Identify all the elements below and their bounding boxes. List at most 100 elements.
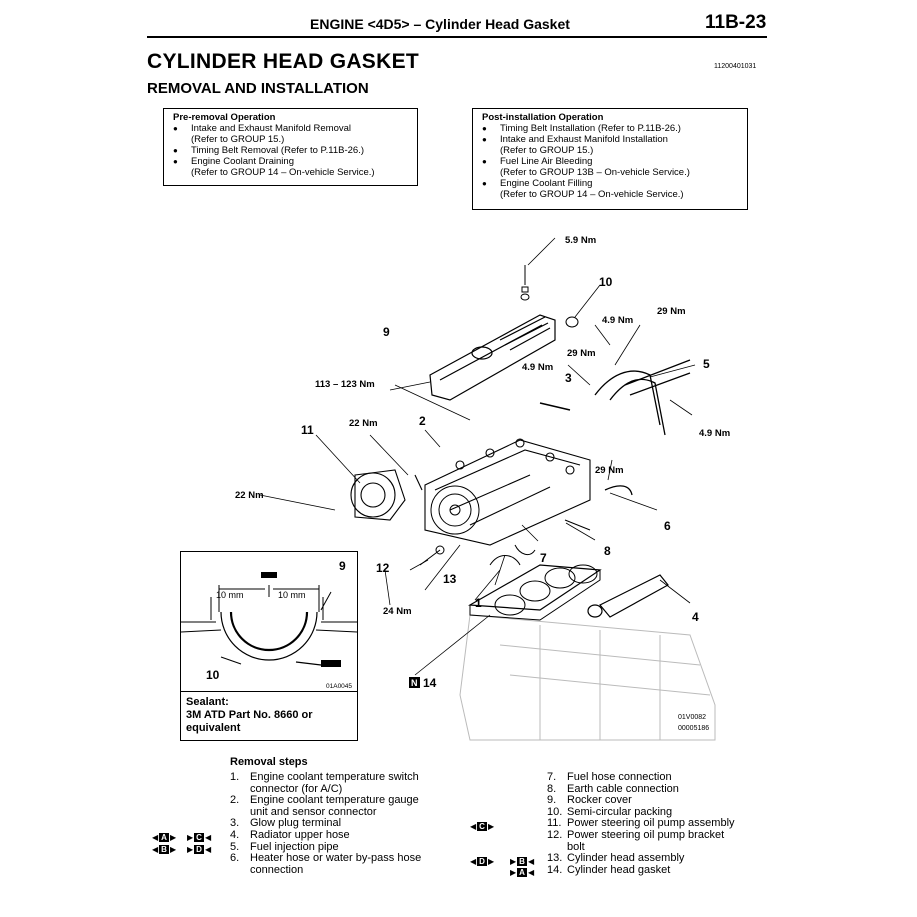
glow-plug-terminal-shape xyxy=(539,402,571,411)
running-header-title: ENGINE <4D5> – Cylinder Head Gasket xyxy=(310,16,570,32)
list-item: 13.Cylinder head assembly xyxy=(547,852,685,865)
sealant-tube-icon xyxy=(321,660,341,667)
removal-steps-right: 7.Fuel hose connection 8.Earth cable con… xyxy=(547,771,777,876)
figure-code: 01V0082 xyxy=(678,714,706,721)
list-item: 14.Cylinder head gasket xyxy=(547,863,671,876)
packing-shape xyxy=(565,316,579,328)
bolt-shape xyxy=(520,265,530,301)
callout-number: 9 xyxy=(339,559,346,573)
torque-label: 29 Nm xyxy=(567,348,596,359)
sealant-label: Sealant: xyxy=(186,696,229,708)
dimension-label: 10 mm xyxy=(216,590,244,600)
service-mark: ◀A▶ xyxy=(152,833,177,842)
header-rule xyxy=(147,36,767,38)
page-title: CYLINDER HEAD GASKET xyxy=(147,50,420,73)
torque-label: 24 Nm xyxy=(383,606,412,617)
earth-cable-shape xyxy=(564,519,591,531)
connector-shape xyxy=(489,555,521,566)
post-installation-box: Post-installation Operation Timing Belt … xyxy=(472,108,748,210)
rocker-cover-shape xyxy=(429,314,556,401)
callout-number: 4 xyxy=(692,610,699,624)
callout-number: 12 xyxy=(376,561,390,575)
pre-removal-heading: Pre-removal Operation xyxy=(173,112,276,123)
callout-number: 5 xyxy=(703,357,710,371)
page-number: 11B-23 xyxy=(705,12,767,33)
list-item: 8.Earth cable connection xyxy=(547,782,679,795)
list-item: 10.Semi-circular packing xyxy=(547,805,673,818)
list-item: 5.Fuel injection pipe xyxy=(230,840,339,853)
heater-hose-shape xyxy=(604,485,633,496)
exploded-diagram: 5.9 Nm 4.9 Nm 29 Nm 29 Nm 4.9 Nm 4.9 Nm … xyxy=(235,235,730,741)
sealant-note: Sealant: 3M ATD Part No. 8660 or equival… xyxy=(186,696,313,735)
torque-label: 4.9 Nm xyxy=(602,315,633,326)
callout-number: 11 xyxy=(301,423,314,437)
list-item: 7.Fuel hose connection xyxy=(547,771,672,783)
callout-number: 14 xyxy=(423,676,437,690)
sprocket-shape xyxy=(430,485,480,535)
fuel-injection-pipe-shape xyxy=(594,359,691,436)
service-mark: ▶C◀ xyxy=(187,833,212,842)
list-item: Timing Belt Installation (Refer to P.11B… xyxy=(482,123,741,134)
service-mark: ▶B◀ xyxy=(510,857,535,866)
service-mark: ▶A◀ xyxy=(510,868,535,877)
list-item: Fuel Line Air Bleeding(Refer to GROUP 13… xyxy=(482,156,741,178)
torque-label: 4.9 Nm xyxy=(522,362,553,373)
figure-code: 01A0045 xyxy=(326,683,352,690)
callout-number: 6 xyxy=(664,519,671,533)
callout-number: 9 xyxy=(383,325,390,339)
inset-divider xyxy=(181,691,357,692)
torque-label: 5.9 Nm xyxy=(565,235,596,246)
service-mark: ◀D▶ xyxy=(470,857,495,866)
engine-block-outline xyxy=(459,614,716,741)
dimension-label: 10 mm xyxy=(278,590,306,600)
list-item: Timing Belt Removal (Refer to P.11B-26.) xyxy=(173,145,411,156)
callout-number: 2 xyxy=(419,414,426,428)
list-item: Engine Coolant Draining(Refer to GROUP 1… xyxy=(173,156,411,178)
section-subtitle: REMOVAL AND INSTALLATION xyxy=(147,80,369,97)
torque-label: 113 – 123 Nm xyxy=(315,379,375,390)
callout-number: 7 xyxy=(540,551,547,565)
list-item: Engine Coolant Filling(Refer to GROUP 14… xyxy=(482,178,741,200)
list-item: Intake and Exhaust Manifold Removal(Refe… xyxy=(173,123,411,145)
callout-number: 3 xyxy=(565,371,572,385)
cylinder-head-gasket-shape xyxy=(467,564,602,621)
torque-label: 29 Nm xyxy=(595,465,624,476)
torque-label: 22 Nm xyxy=(235,490,264,501)
callout-number: 10 xyxy=(599,275,613,289)
callout-number: 10 xyxy=(206,668,220,682)
torque-label: 29 Nm xyxy=(657,306,686,317)
new-part-mark xyxy=(409,677,420,688)
torque-label: 22 Nm xyxy=(349,418,378,429)
sealant-tube-icon xyxy=(261,572,277,578)
inset-figure: 10 mm 10 mm 9 10 01A0045 xyxy=(180,559,358,690)
list-item: 4.Radiator upper hose xyxy=(230,828,350,841)
callout-number: 8 xyxy=(604,544,611,558)
fuel-hose-shape xyxy=(514,544,536,556)
post-installation-heading: Post-installation Operation xyxy=(482,112,604,123)
list-item: 11.Power steering oil pump assembly xyxy=(547,817,735,830)
svg-text:N: N xyxy=(411,678,418,688)
removal-steps-title: Removal steps xyxy=(230,756,308,768)
pre-removal-box: Pre-removal Operation Intake and Exhaust… xyxy=(163,108,418,186)
cylinder-head-assembly-shape xyxy=(424,438,591,546)
sealant-inset: 10 mm 10 mm 9 10 01A0045 xyxy=(180,551,358,741)
list-item: Intake and Exhaust Manifold Installation… xyxy=(482,134,741,156)
torque-label: 4.9 Nm xyxy=(699,428,730,439)
sealant-text: equivalent xyxy=(186,722,241,734)
service-mark: ◀B▶ xyxy=(152,845,177,854)
list-item: 3.Glow plug terminal xyxy=(230,817,342,830)
callout-number: 13 xyxy=(443,572,457,586)
list-item: 9.Rocker cover xyxy=(547,794,632,807)
service-mark: ◀C▶ xyxy=(470,822,495,831)
service-mark: ▶D◀ xyxy=(187,845,212,854)
power-steering-pump-shape xyxy=(350,469,423,521)
sealant-text: 3M ATD Part No. 8660 or xyxy=(186,709,313,721)
radiator-hose-shape xyxy=(587,574,669,618)
figure-code: 00005186 xyxy=(678,725,709,732)
callout-number: 1 xyxy=(475,596,482,610)
